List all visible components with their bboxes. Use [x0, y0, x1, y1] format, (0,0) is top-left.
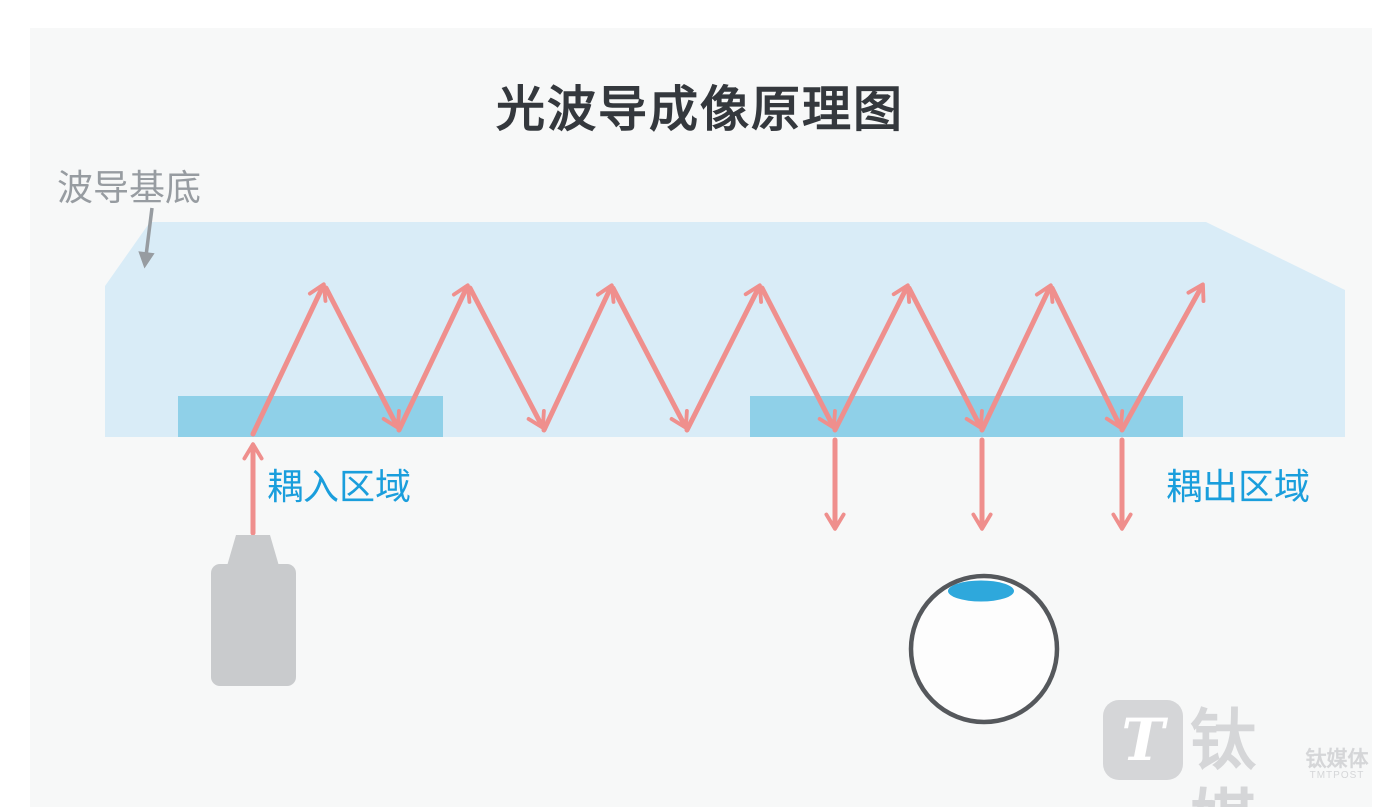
- diagram-title: 光波导成像原理图: [495, 83, 904, 137]
- coupling-out-label: 耦出区域: [1166, 466, 1311, 507]
- ray-segment: [541, 283, 616, 433]
- waveguide-slab: [105, 222, 1345, 437]
- coupling-in-label: 耦入区域: [267, 466, 412, 507]
- watermark-small-block: 钛媒体 TMTPOST: [1300, 748, 1374, 782]
- light-ray-path: [250, 282, 1206, 437]
- ray-segment: [979, 283, 1055, 433]
- ray-segment: [1049, 285, 1125, 430]
- ray-segment: [250, 282, 328, 437]
- tmtpost-logo-icon: T: [1103, 700, 1183, 780]
- watermark-brand-large: 钛媒体: [1190, 703, 1258, 807]
- ray-segment: [759, 285, 837, 430]
- ray-segment: [684, 283, 764, 433]
- projector-lens-neck: [227, 535, 279, 566]
- ray-segment: [467, 285, 546, 430]
- projector-body: [211, 564, 296, 686]
- ray-segment: [1119, 282, 1206, 433]
- ray-segment: [610, 285, 689, 430]
- eyeball: [908, 573, 1060, 725]
- eye: [908, 573, 1060, 725]
- eye-lens: [948, 580, 1014, 602]
- watermark-brand-sub: TMTPOST: [1309, 770, 1365, 782]
- ray-segment: [906, 285, 984, 430]
- substrate-pointer-arrow: [138, 207, 155, 269]
- ray-segment: [323, 285, 401, 430]
- ray-segment: [396, 283, 472, 433]
- projector: [211, 535, 296, 686]
- watermark-brand-small: 钛媒体: [1305, 748, 1369, 771]
- ray-exit-arrows: [824, 437, 1133, 531]
- ray-segment: [832, 283, 912, 433]
- substrate-label: 波导基底: [57, 167, 202, 208]
